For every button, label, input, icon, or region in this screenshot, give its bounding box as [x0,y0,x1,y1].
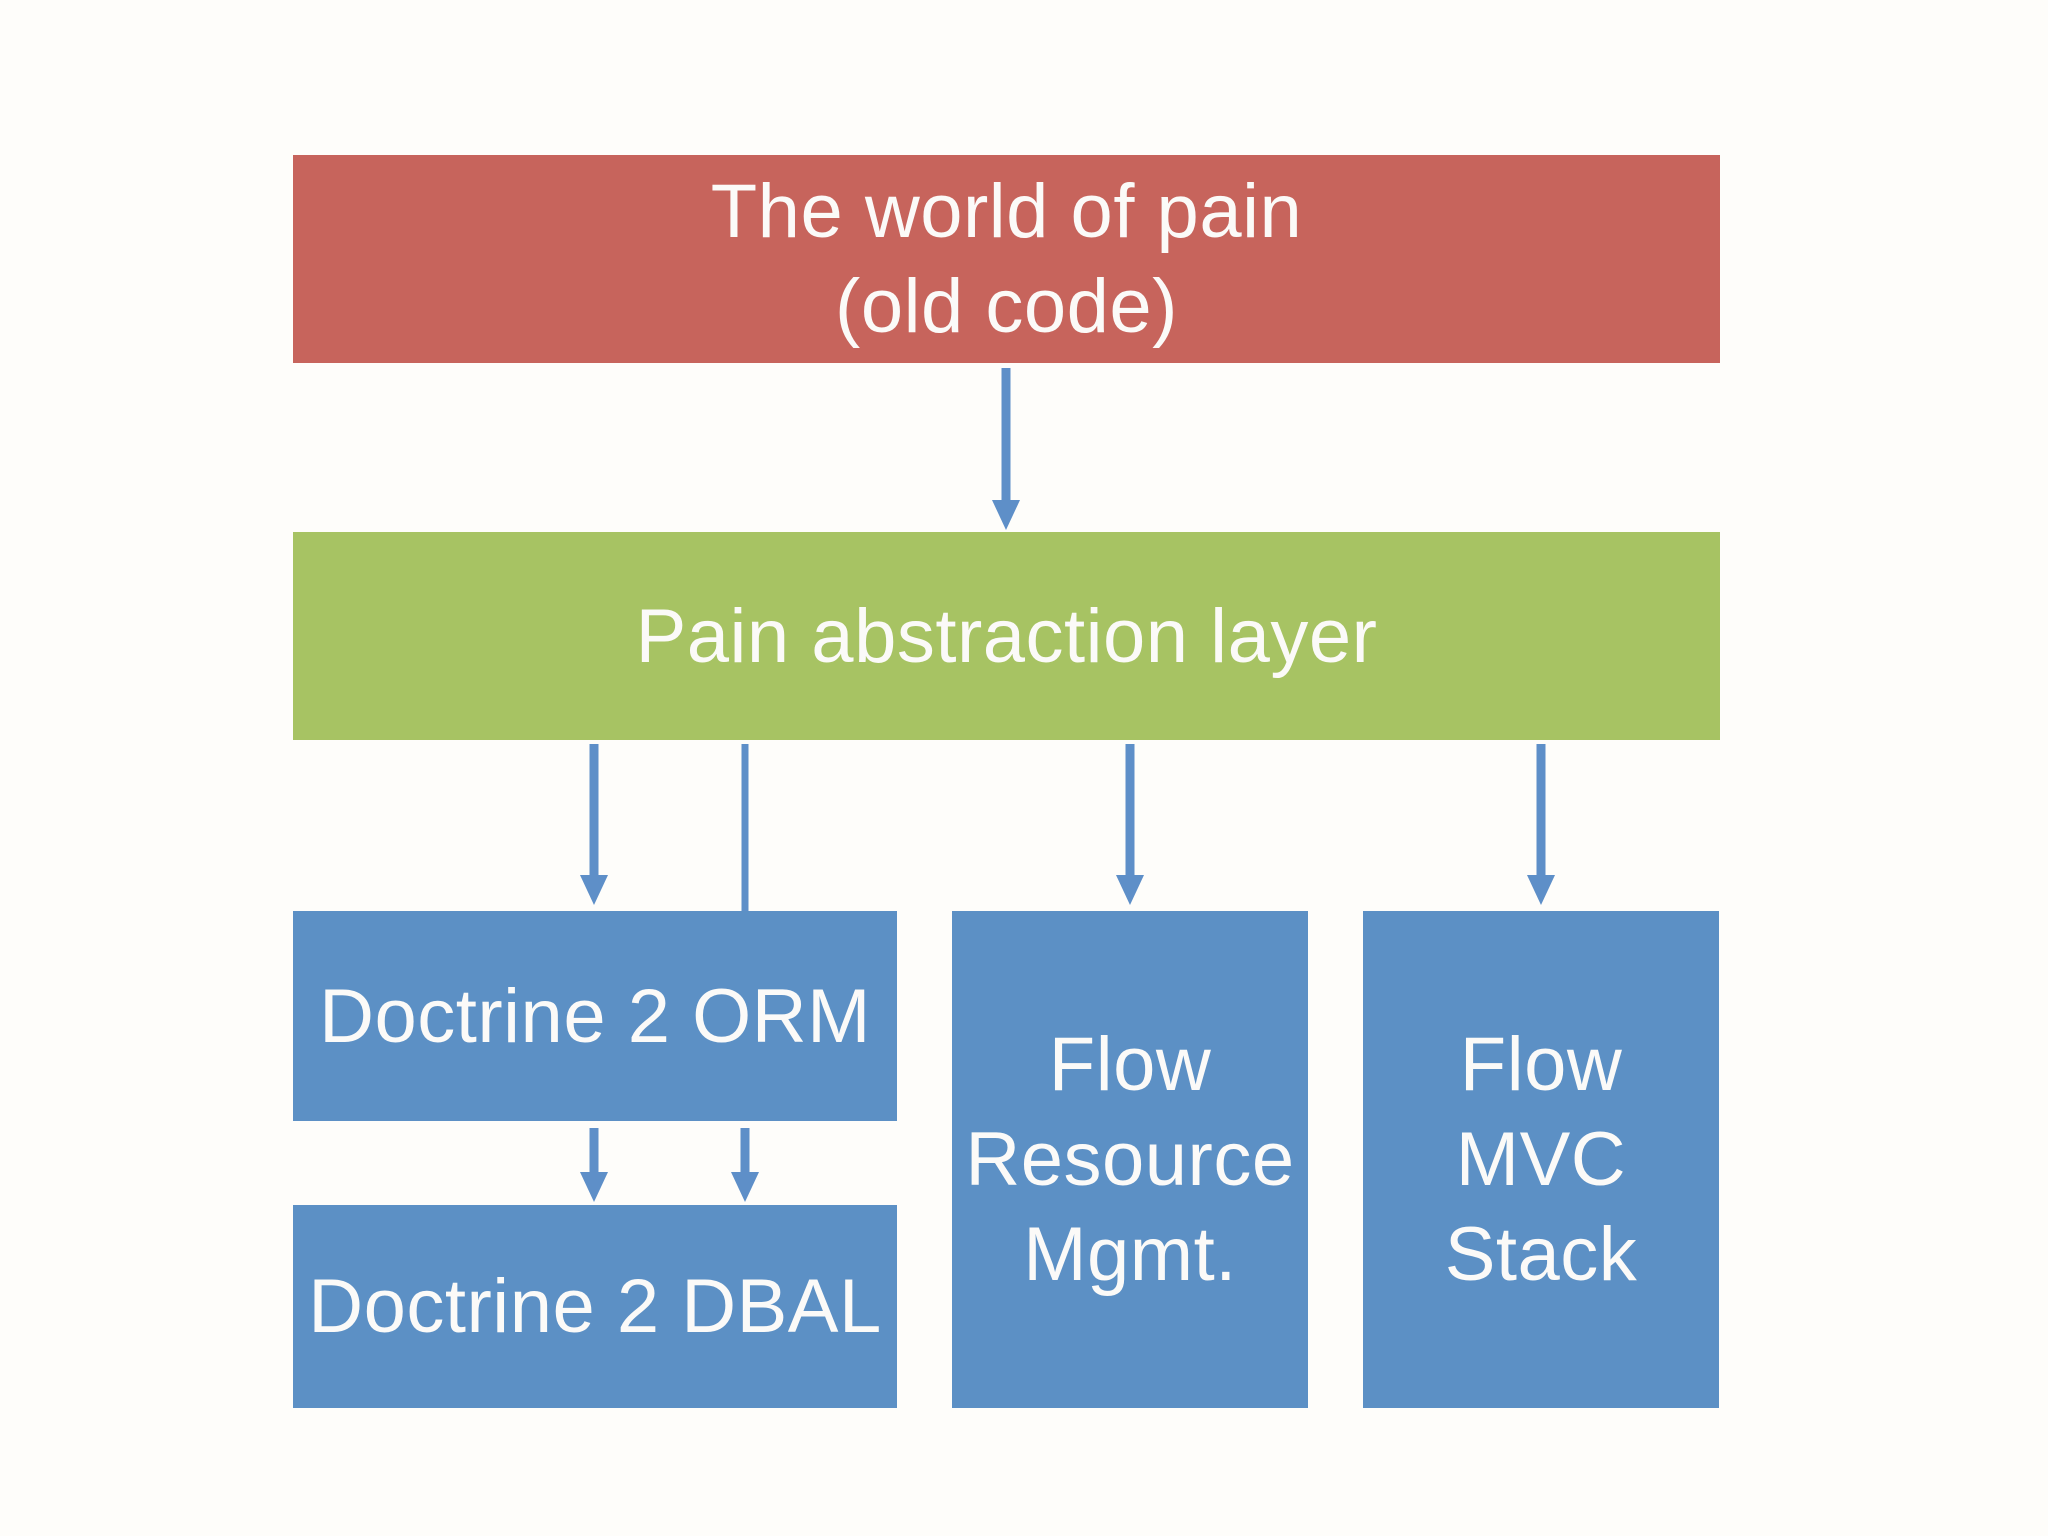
node-doctrine-2-orm-label: Doctrine 2 ORM [319,973,871,1059]
arrow-pain-abstraction-layer-to-flow-resource-mgmt [1116,744,1144,905]
arrow-pain-abstraction-layer-to-doctrine-2-dbal-lower-segment [731,1128,759,1202]
arrow-head-icon [992,500,1020,530]
node-flow-resource-mgmt-label-line3: Mgmt. [1023,1212,1237,1297]
node-doctrine-2-orm: Doctrine 2 ORM [293,911,897,1121]
arrow-shaft [1001,368,1011,502]
arrow-head-icon [1116,875,1144,905]
node-flow-mvc-stack-label-line2: MVC [1455,1117,1627,1202]
node-flow-resource-mgmt-label-line1: Flow [1048,1022,1212,1107]
arrow-shaft [1536,744,1546,877]
node-flow-mvc-stack-label-line3: Stack [1444,1212,1638,1297]
arrow-head-icon [580,875,608,905]
arrow-pain-abstraction-layer-to-flow-mvc-stack [1527,744,1555,905]
arrow-shaft [740,1128,750,1174]
line-pain-abstraction-layer-to-doctrine-2-dbal-upper-segment [731,744,759,911]
node-flow-resource-mgmt-label-line2: Resource [965,1117,1295,1202]
node-doctrine-2-dbal-label: Doctrine 2 DBAL [308,1264,882,1349]
arrow-shaft [589,744,599,877]
arrow-head-icon [731,1172,759,1202]
arrow-shaft [741,744,749,911]
node-world-of-pain: The world of pain (old code) [293,155,1720,363]
arrow-shaft [1125,744,1135,877]
node-doctrine-2-dbal: Doctrine 2 DBAL [293,1205,897,1408]
node-pain-abstraction-layer-label: Pain abstraction layer [635,593,1378,679]
arrow-head-icon [580,1172,608,1202]
arrow-world-of-pain-to-pain-abstraction-layer [992,368,1020,530]
node-flow-resource-mgmt: Flow Resource Mgmt. [952,911,1308,1408]
arrow-head-icon [1527,875,1555,905]
arrow-pain-abstraction-layer-to-doctrine-2-orm [580,744,608,905]
node-world-of-pain-label-line1: The world of pain [710,169,1303,254]
arrow-doctrine-2-orm-to-doctrine-2-dbal [580,1128,608,1202]
node-flow-mvc-stack: Flow MVC Stack [1363,911,1719,1408]
arrow-shaft [589,1128,599,1174]
node-world-of-pain-label-line2: (old code) [835,264,1178,349]
node-pain-abstraction-layer: Pain abstraction layer [293,532,1720,740]
node-flow-mvc-stack-label-line1: Flow [1459,1022,1623,1107]
